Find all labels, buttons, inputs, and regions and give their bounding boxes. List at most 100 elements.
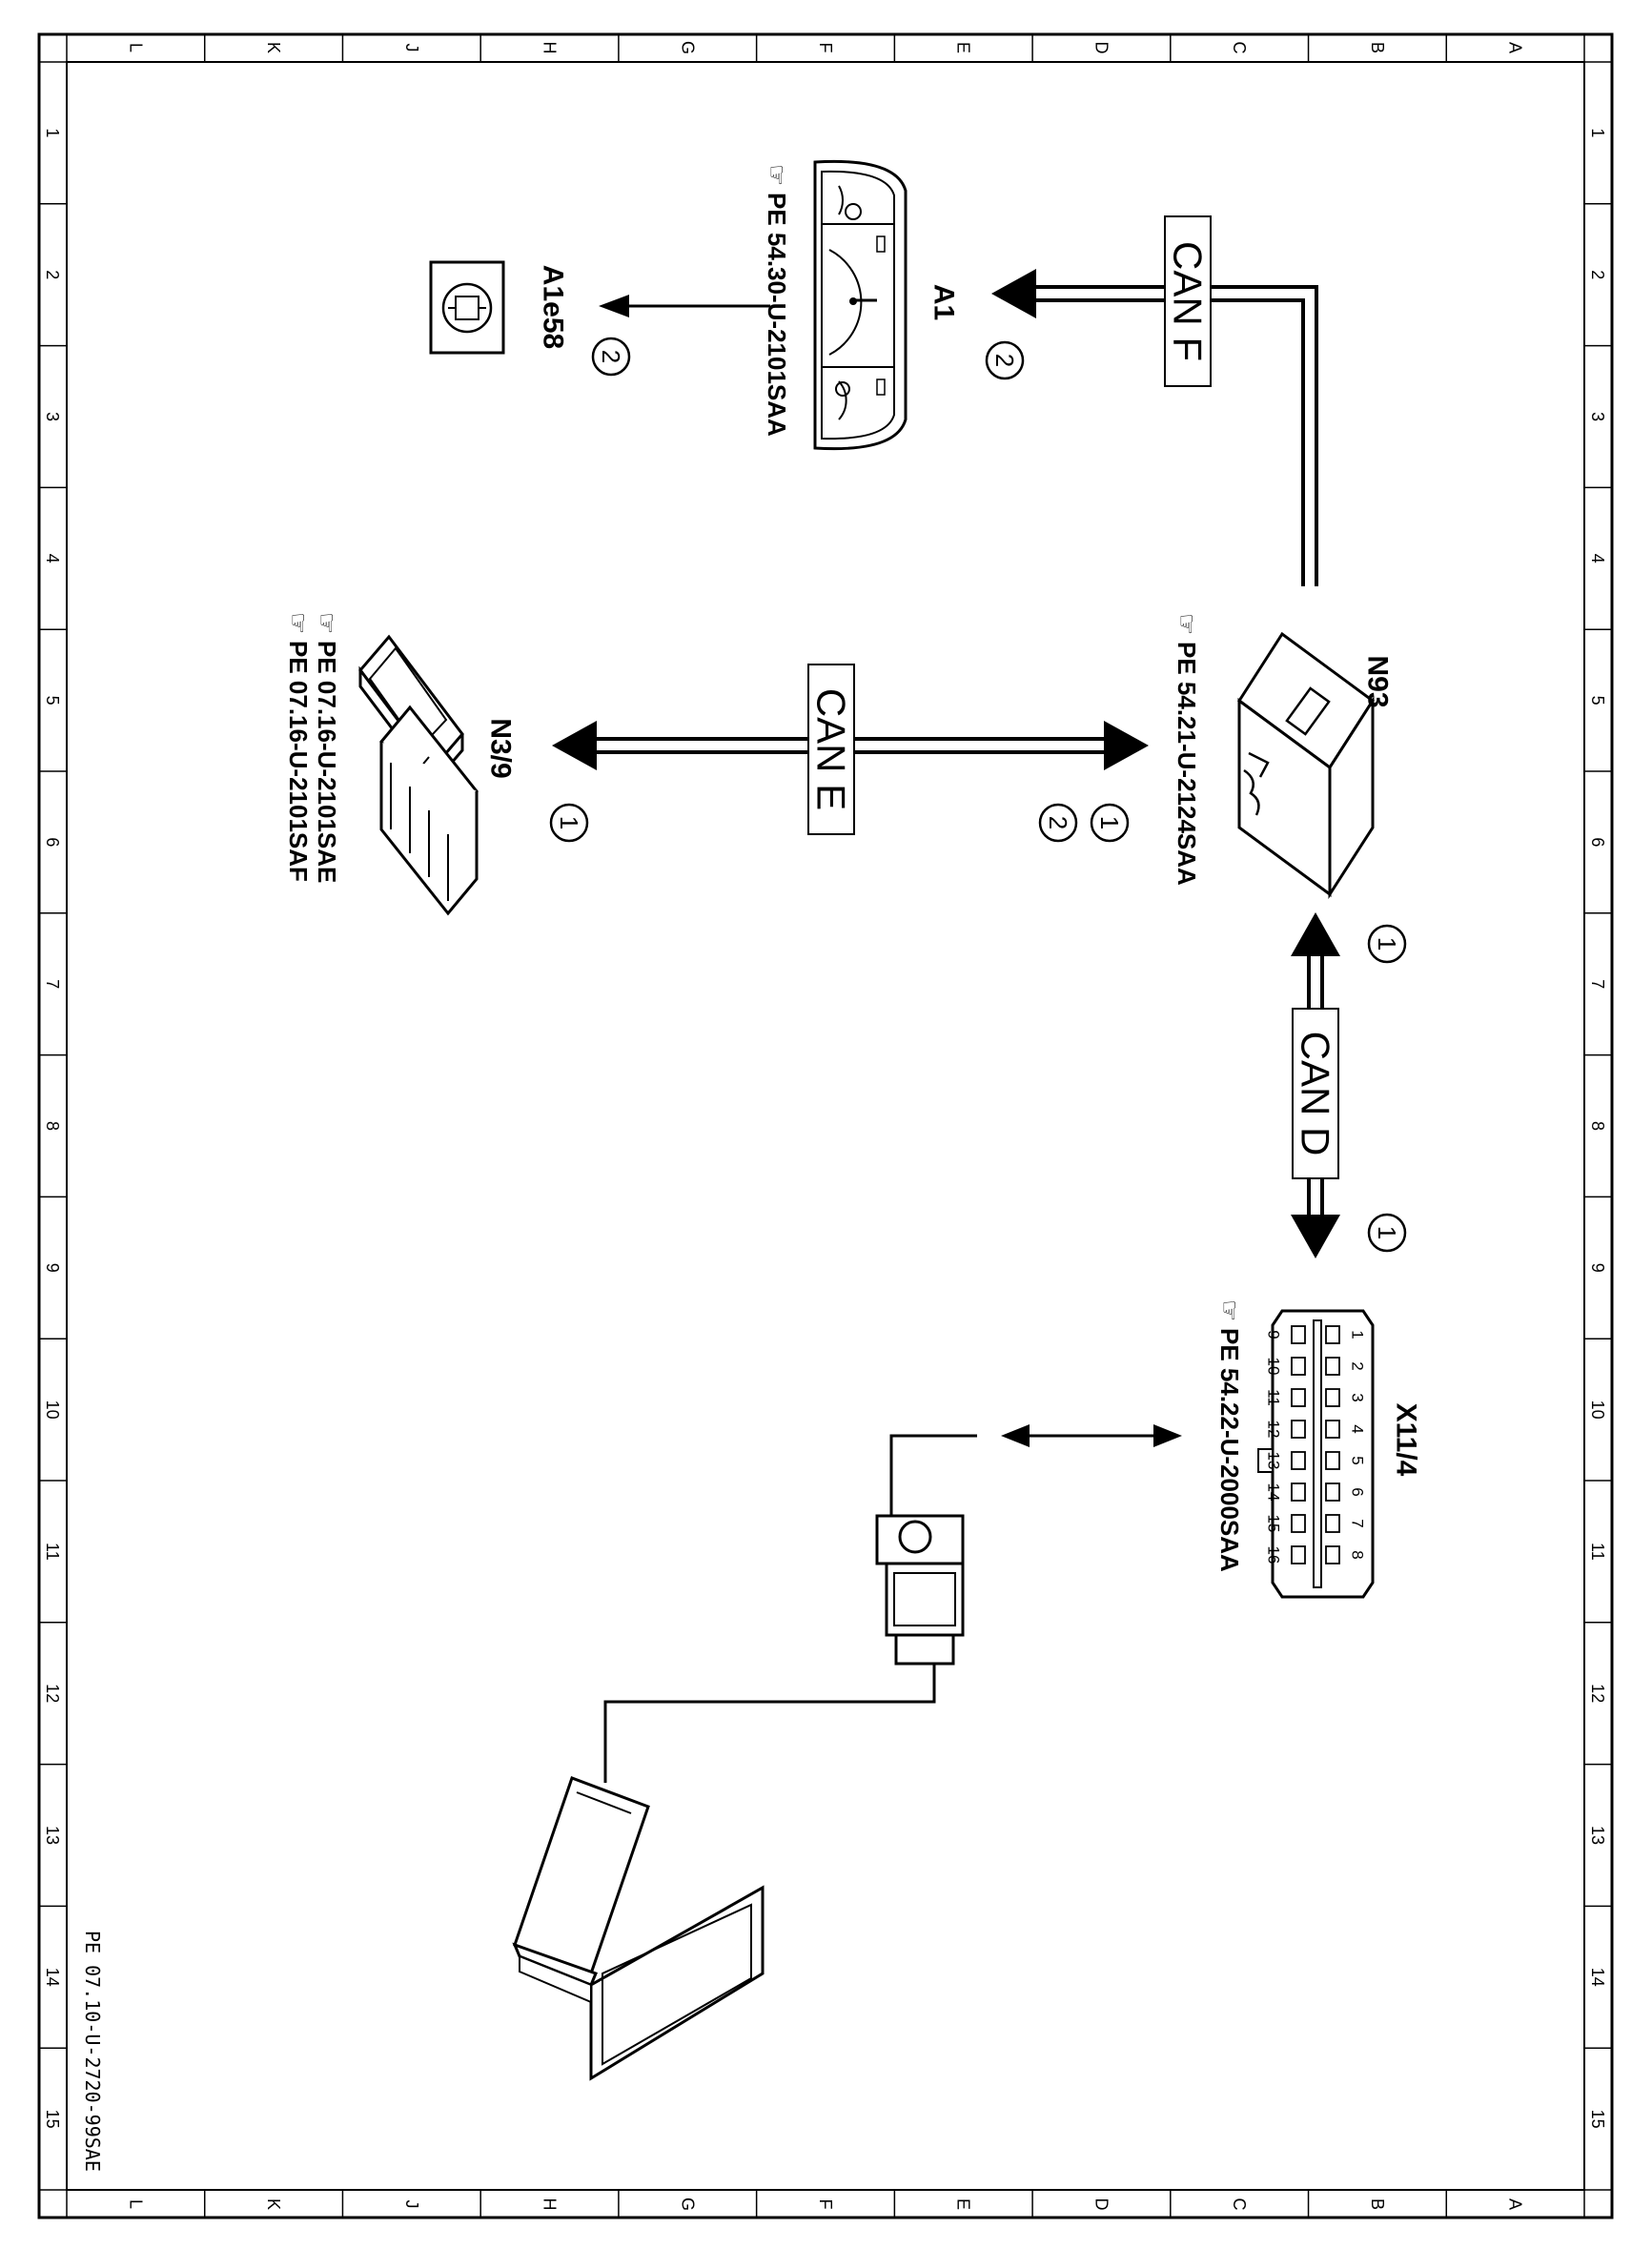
grid-number-right: 11 bbox=[1588, 1543, 1607, 1561]
obd-pin bbox=[1291, 1545, 1306, 1564]
svg-text:2: 2 bbox=[597, 350, 625, 363]
gateway-module-n93 bbox=[1236, 631, 1376, 900]
grid-number-left: 15 bbox=[43, 2110, 62, 2129]
obd-pin-number: 16 bbox=[1265, 1546, 1283, 1564]
grid-number-right: 3 bbox=[1588, 412, 1607, 421]
grid-number-right: 14 bbox=[1588, 1968, 1607, 1987]
obd-pin-number: 4 bbox=[1349, 1424, 1367, 1433]
obd-pin-number: 11 bbox=[1265, 1389, 1283, 1406]
grid-letter-bottom: H bbox=[540, 2198, 560, 2211]
can-d-label-box bbox=[1292, 1008, 1339, 1179]
n3-9-label: N3/9 bbox=[485, 718, 517, 778]
obd-pin bbox=[1291, 1451, 1306, 1470]
grid-number-left: 5 bbox=[43, 696, 62, 705]
can-d-bus: CAN D bbox=[1291, 912, 1340, 1258]
can-f-label: CAN F bbox=[1166, 241, 1211, 361]
grid-number-right: 4 bbox=[1588, 554, 1607, 563]
grid-number-left: 13 bbox=[43, 1826, 62, 1845]
grid-letter-top: G bbox=[678, 41, 697, 54]
n93-ref-icon: ☞ bbox=[1173, 613, 1201, 635]
svg-text:1: 1 bbox=[1095, 816, 1124, 829]
obd-pin-number: 8 bbox=[1349, 1550, 1367, 1559]
obd-pin-number: 1 bbox=[1349, 1330, 1367, 1339]
grid-number-right: 10 bbox=[1588, 1401, 1607, 1420]
outer-frame bbox=[37, 32, 1614, 2219]
grid-number-left: 11 bbox=[43, 1543, 62, 1561]
grid-number-left: 2 bbox=[43, 270, 62, 279]
can-e-label: CAN E bbox=[809, 688, 854, 810]
grid-number-right: 5 bbox=[1588, 696, 1607, 705]
grid-number-right: 6 bbox=[1588, 837, 1607, 847]
marker-circles: 2 2 1 2 1 1 1 bbox=[549, 337, 1407, 1253]
grid-number-left: 10 bbox=[43, 1401, 62, 1420]
a1-to-a1e58-arrow bbox=[599, 295, 770, 317]
marker-a1e58: 2 bbox=[591, 337, 631, 377]
svg-text:1: 1 bbox=[1373, 937, 1401, 951]
a1e58-label: A1e58 bbox=[538, 265, 569, 349]
grid-number-left: 6 bbox=[43, 837, 62, 847]
grid-letter-bottom: D bbox=[1091, 2198, 1111, 2211]
marker-n3-9: 1 bbox=[549, 803, 589, 843]
laptop-icon bbox=[512, 1776, 765, 2081]
obd-pin bbox=[1325, 1482, 1340, 1502]
grid-number-left: 3 bbox=[43, 412, 62, 421]
grid-letter-bottom: F bbox=[816, 2199, 835, 2210]
x11-4-label: X11/4 bbox=[1391, 1403, 1422, 1477]
obd-pin-number: 9 bbox=[1265, 1330, 1283, 1339]
marker-n93-2: 2 bbox=[1038, 803, 1078, 843]
grid-letter-top: H bbox=[540, 42, 560, 54]
obd-pin-number: 12 bbox=[1265, 1421, 1283, 1439]
can-d-label: CAN D bbox=[1294, 1032, 1338, 1156]
grid-letter-top: J bbox=[402, 44, 421, 52]
obd-pin bbox=[1291, 1357, 1306, 1376]
grid-number-right: 15 bbox=[1588, 2110, 1607, 2129]
grid-number-right: 2 bbox=[1588, 270, 1607, 279]
grid-number-left: 9 bbox=[43, 1263, 62, 1273]
a1-ref: PE 54.30-U-2101SAA bbox=[763, 193, 791, 437]
obd-pin bbox=[1325, 1545, 1340, 1564]
n93-label: N93 bbox=[1362, 655, 1394, 707]
obd-pin-number: 5 bbox=[1349, 1456, 1367, 1464]
x11-4-ref: PE 54.22-U-2000SAA bbox=[1215, 1328, 1244, 1572]
grid-letter-top: E bbox=[954, 42, 973, 53]
obd-pin-number: 13 bbox=[1265, 1452, 1283, 1470]
grid-number-right: 13 bbox=[1588, 1826, 1607, 1845]
grid-letter-top: K bbox=[264, 42, 283, 53]
can-d-arrowhead-top bbox=[1291, 912, 1340, 956]
x11-tester-arrow bbox=[1001, 1424, 1182, 1447]
can-e-arrowhead-left bbox=[552, 721, 597, 770]
n3-9-ref2: PE 07.16-U-2101SAF bbox=[284, 641, 313, 882]
engine-ecu-n3-9 bbox=[358, 634, 479, 916]
marker-can-d-bottom: 1 bbox=[1367, 1213, 1407, 1253]
obd-pin bbox=[1291, 1482, 1306, 1502]
obd-pin bbox=[1325, 1325, 1340, 1344]
svg-text:2: 2 bbox=[1044, 816, 1072, 829]
obd-pin-number: 15 bbox=[1265, 1515, 1283, 1533]
grid-number-right: 12 bbox=[1588, 1684, 1607, 1703]
can-d-arrowhead-bottom bbox=[1291, 1215, 1340, 1258]
n93-ref: PE 54.21-U-2124SAA bbox=[1173, 642, 1201, 886]
grid-number-left: 8 bbox=[43, 1121, 62, 1131]
obd-pin bbox=[1291, 1325, 1306, 1344]
grid-letter-top: A bbox=[1506, 42, 1525, 53]
can-f-label-box bbox=[1164, 215, 1212, 387]
obd-pin-number: 7 bbox=[1349, 1519, 1367, 1527]
marker-n93-1: 1 bbox=[1090, 803, 1130, 843]
grid-letter-top: L bbox=[126, 43, 145, 52]
obd-pin-number: 6 bbox=[1349, 1487, 1367, 1496]
svg-text:2: 2 bbox=[990, 354, 1019, 367]
a1-label: A1 bbox=[928, 284, 960, 320]
can-e-label-box bbox=[807, 664, 855, 835]
grid-letter-top: C bbox=[1230, 42, 1249, 54]
obd-pin bbox=[1325, 1420, 1340, 1439]
grid-letter-bottom: G bbox=[678, 2198, 697, 2211]
warning-lamp-a1e58 bbox=[429, 260, 505, 355]
grid-letter-bottom: K bbox=[264, 2198, 283, 2210]
n3-9-ref2-icon: ☞ bbox=[284, 612, 313, 634]
obd-pin bbox=[1325, 1357, 1340, 1376]
grid-number-left: 14 bbox=[43, 1968, 62, 1987]
grid-letter-top: D bbox=[1091, 42, 1111, 54]
